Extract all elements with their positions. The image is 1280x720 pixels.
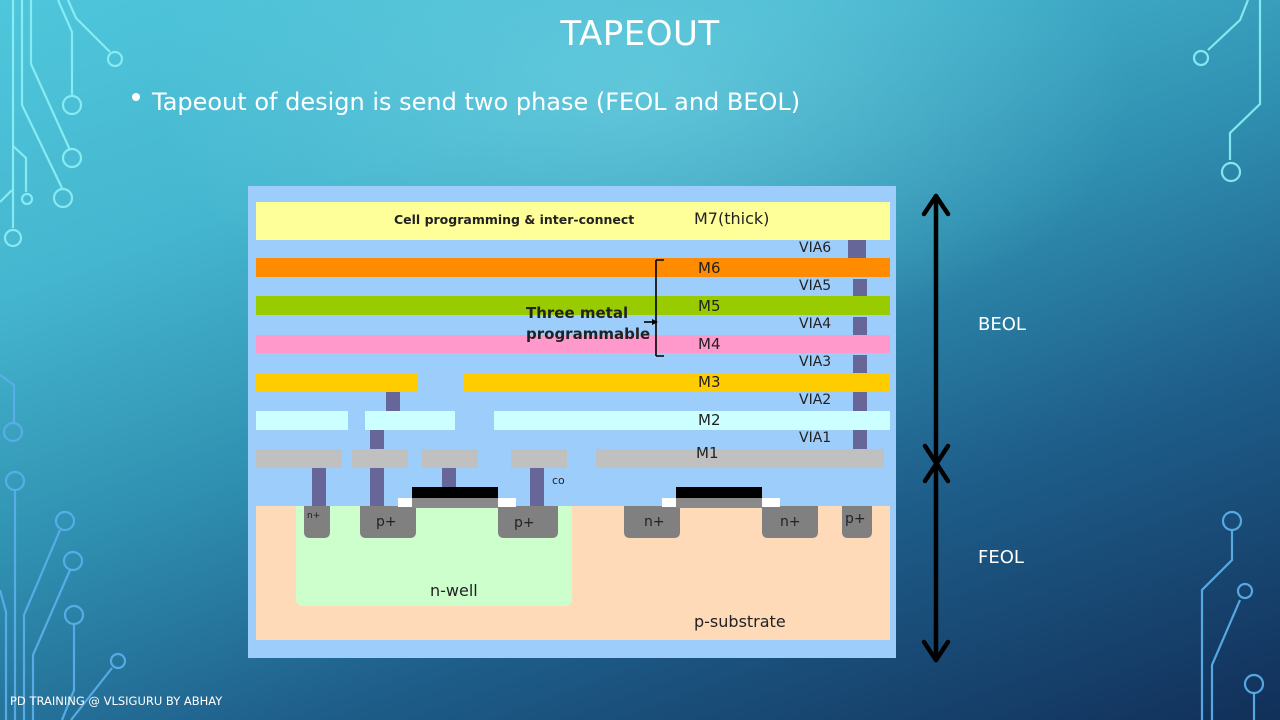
diffusion-label-pplus-drain: p+: [514, 515, 535, 531]
diffusion-pplus-tap: [842, 506, 872, 538]
beol-label: BEOL: [978, 314, 1026, 335]
via-label-6: VIA6: [799, 240, 832, 256]
footer-credit: PD TRAINING @ VLSIGURU BY ABHAY: [10, 694, 223, 708]
circuit-node: [3, 228, 23, 248]
phase-divider-icon: [922, 443, 951, 484]
diffusion-label-nplus-tap: n+: [307, 511, 321, 521]
bracket-note-line1: Three metal: [526, 304, 629, 322]
arrow-up-icon: [921, 193, 951, 217]
p-substrate-label: p-substrate: [694, 612, 786, 631]
bullet-text: Tapeout of design is send two phase (FEO…: [152, 88, 801, 116]
cmos-cross-section-diagram: Cell programming & inter-connect M7(thic…: [248, 186, 896, 658]
top-note-label: Cell programming & inter-connect: [394, 212, 635, 227]
via-label-1: VIA1: [799, 430, 832, 446]
contacts: [312, 240, 867, 506]
feol-label: FEOL: [978, 547, 1024, 568]
via-label-3: VIA3: [799, 354, 832, 370]
gate-poly-nmos: [676, 487, 762, 498]
metal-m1-segments: [256, 449, 884, 468]
contact-label: co: [552, 474, 565, 487]
diffusion-label-pplus-source: p+: [376, 514, 397, 530]
diffusion-pplus-source: [360, 506, 416, 538]
via-label-4: VIA4: [799, 316, 832, 332]
metal-m3-segments: [256, 373, 890, 392]
cross-section-graphics: [256, 202, 890, 640]
diffusion-nplus-drain: [762, 506, 818, 538]
bullet-point: Tapeout of design is send two phase (FEO…: [132, 88, 800, 116]
metal-label-m3: M3: [698, 373, 721, 391]
bracket-arrow-icon: [652, 319, 658, 325]
diffusion-label-nplus-source: n+: [644, 514, 665, 530]
metal-m6: [256, 258, 890, 277]
gate-oxide-nmos: [676, 496, 762, 508]
slide-title: TAPEOUT: [560, 14, 720, 54]
diffusion-label-pplus-tap: p+: [845, 511, 866, 527]
diffusion-nplus-source: [624, 506, 680, 538]
metal-label-m6: M6: [698, 259, 721, 277]
metal-m4: [256, 335, 890, 353]
n-well-label: n-well: [430, 581, 478, 600]
gate-oxide-pmos: [412, 496, 498, 508]
diffusion-pplus-drain: [498, 506, 558, 538]
diffusion-nplus-tap: [304, 506, 330, 538]
metal-label-m1: M1: [696, 444, 719, 462]
programmable-bracket: [644, 259, 664, 357]
metal-m2-segments: [256, 411, 890, 430]
via-label-2: VIA2: [799, 392, 832, 408]
metal-label-m2: M2: [698, 411, 721, 429]
bullet-dot-icon: [132, 93, 140, 101]
metal-label-m5: M5: [698, 297, 721, 315]
via-label-5: VIA5: [799, 278, 832, 294]
arrow-down-icon: [921, 639, 951, 663]
metal-label-m4: M4: [698, 335, 721, 353]
metal-m5: [256, 296, 890, 315]
metal-label-m7: M7(thick): [694, 209, 770, 228]
metal-m7: [256, 202, 890, 240]
gate-poly-pmos: [412, 487, 498, 498]
diffusion-label-nplus-drain: n+: [780, 514, 801, 530]
bracket-note-line2: programmable: [526, 325, 651, 343]
